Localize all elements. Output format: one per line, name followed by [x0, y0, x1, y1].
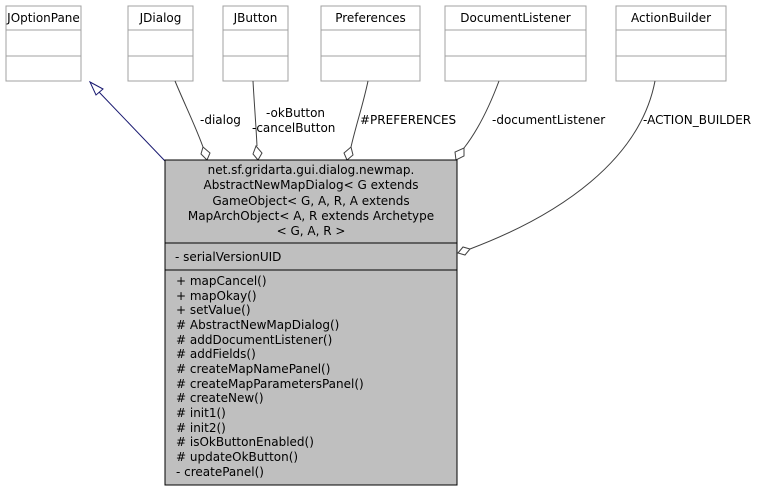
aggregation-diamond-icon [343, 146, 354, 161]
class-name-preferences: Preferences [335, 11, 406, 25]
operation-item: + mapOkay() [176, 289, 257, 303]
attribute-serialversionuid: - serialVersionUID [175, 250, 281, 264]
main-class-title-line: GameObject< G, A, R, A extends [212, 194, 409, 208]
relation-documentlistener: -documentListener [454, 80, 605, 161]
relation-label-cancelbutton: -cancelButton [252, 121, 335, 135]
operation-item: # init1() [176, 406, 226, 420]
main-class-title-line: < G, A, R > [277, 224, 346, 238]
operation-item: # init2() [176, 421, 226, 435]
aggregation-diamond-icon [454, 147, 465, 161]
operation-item: - createPanel() [176, 465, 264, 479]
operation-item: # createMapNamePanel() [176, 362, 330, 376]
operation-item: # updateOkButton() [176, 450, 298, 464]
relation-generalization [88, 80, 166, 162]
main-class-title-line: net.sf.gridarta.gui.dialog.newmap. [208, 163, 415, 177]
main-class-title: net.sf.gridarta.gui.dialog.newmap. Abstr… [188, 163, 434, 238]
operation-item: # addFields() [176, 347, 256, 361]
class-name-jbutton: JButton [233, 11, 278, 25]
aggregation-diamond-icon [200, 146, 211, 161]
main-class-title-line: MapArchObject< A, R extends Archetype [188, 209, 434, 223]
class-box-preferences[interactable]: Preferences [320, 5, 421, 82]
operation-item: # createMapParametersPanel() [176, 377, 364, 391]
relation-label-dialog: -dialog [200, 113, 241, 127]
class-box-jdialog[interactable]: JDialog [127, 5, 194, 82]
class-box-documentlistener[interactable]: DocumentListener [444, 5, 587, 82]
class-name-jdialog: JDialog [139, 11, 182, 25]
operation-item: # createNew() [176, 391, 264, 405]
relation-label-preferences: #PREFERENCES [360, 113, 456, 127]
relation-label-documentlistener: -documentListener [492, 113, 605, 127]
class-name-joptionpane: JOptionPane [6, 11, 80, 25]
operation-item: # isOkButtonEnabled() [176, 435, 314, 449]
inheritance-arrowhead-icon [88, 80, 104, 96]
class-box-actionbuilder[interactable]: ActionBuilder [615, 5, 727, 82]
relation-label-actionbuilder: -ACTION_BUILDER [643, 113, 751, 127]
class-box-joptionpane[interactable]: JOptionPane [5, 5, 82, 82]
class-name-documentlistener: DocumentListener [460, 11, 571, 25]
operation-item: # AbstractNewMapDialog() [176, 318, 339, 332]
relation-actionbuilder: -ACTION_BUILDER [457, 80, 751, 256]
relation-label-okbutton: -okButton [266, 106, 325, 120]
relation-preferences: #PREFERENCES [343, 80, 456, 161]
class-box-jbutton[interactable]: JButton [222, 5, 289, 82]
class-box-abstractnewmapdialog[interactable]: net.sf.gridarta.gui.dialog.newmap. Abstr… [164, 159, 458, 486]
operation-item: # addDocumentListener() [176, 333, 332, 347]
operation-item: + setValue() [176, 303, 251, 317]
operations-list: + mapCancel() + mapOkay() + setValue() #… [176, 274, 364, 479]
relation-okbutton: -okButton -cancelButton [252, 80, 335, 161]
relation-dialog: -dialog [174, 80, 241, 161]
class-name-actionbuilder: ActionBuilder [631, 11, 711, 25]
main-class-title-line: AbstractNewMapDialog< G extends [204, 178, 419, 192]
aggregation-diamond-icon [252, 145, 263, 161]
aggregation-diamond-icon [457, 246, 471, 256]
operation-item: + mapCancel() [176, 274, 267, 288]
